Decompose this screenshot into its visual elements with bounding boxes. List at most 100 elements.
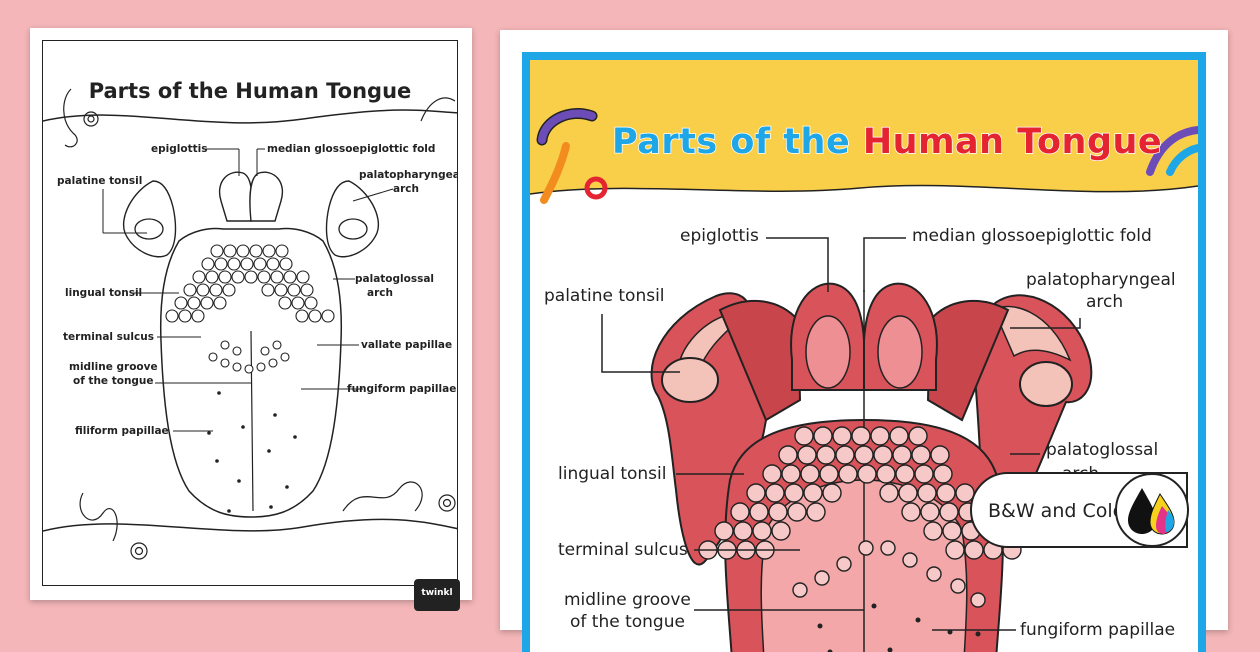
color-vallate-papilla [971, 593, 985, 607]
color-tonsil-bump [896, 465, 914, 483]
color-title-part2: Human Tongue [863, 122, 1162, 162]
fungiform-dot [267, 449, 271, 453]
color-tonsil-bump [893, 446, 911, 464]
tonsil-bump [188, 297, 200, 309]
color-tonsil-bump [823, 484, 841, 502]
color-label-fungiform: fungiform papillae [1020, 620, 1175, 640]
tonsil-bump [206, 271, 218, 283]
color-tonsil-bump [772, 522, 790, 540]
color-tonsil-bump [852, 427, 870, 445]
tonsil-bump [284, 271, 296, 283]
tonsil-bump [224, 245, 236, 257]
twinkl-logo-text: twinkl [414, 588, 460, 598]
color-label-terminal-sulcus: terminal sulcus [558, 540, 688, 560]
vallate-papilla [273, 341, 281, 349]
tonsil-bump [309, 310, 321, 322]
fungiform-dot [241, 425, 245, 429]
bw-label-palatoglossal: palatoglossal [355, 273, 434, 285]
vallate-papilla [209, 353, 217, 361]
color-tonsil-bump [798, 446, 816, 464]
color-tonsil-bump [814, 427, 832, 445]
color-label-epiglottis: epiglottis [680, 226, 759, 246]
tonsil-bump [232, 271, 244, 283]
bw-label-palatoglossal-arch: arch [367, 287, 393, 299]
tonsil-bump [210, 284, 222, 296]
color-tonsil-bump [940, 503, 958, 521]
color-vallate-papilla [815, 571, 829, 585]
tonsil-bump [245, 271, 257, 283]
color-label-median-fold: median glossoepiglottic fold [912, 226, 1152, 246]
color-tonsil-bump [855, 446, 873, 464]
bw-label-palatopharyngeal-arch: arch [393, 183, 419, 195]
tonsil-bump [276, 245, 288, 257]
fungiform-dot [269, 505, 273, 509]
color-tonsil-bump [833, 427, 851, 445]
color-tonsil-bump [912, 446, 930, 464]
tonsil-bump [237, 245, 249, 257]
fungiform-dot [207, 431, 211, 435]
color-label-lingual-tonsil: lingual tonsil [558, 464, 666, 484]
color-tonsil-bump [779, 446, 797, 464]
fungiform-dot [285, 485, 289, 489]
color-label-midline-2: of the tongue [570, 612, 685, 632]
color-vallate-papilla [951, 579, 965, 593]
twinkl-logo: twinkl [414, 579, 460, 611]
tonsil-bump [271, 271, 283, 283]
tonsil-bump [263, 245, 275, 257]
vallate-papilla [281, 353, 289, 361]
color-tonsil-bump [899, 484, 917, 502]
bw-label-palatopharyngeal: palatopharyngeal [359, 169, 458, 181]
color-label-palatopharyngeal: palatopharyngeal [1026, 270, 1176, 290]
color-tonsil-bump [924, 522, 942, 540]
bw-label-filiform: filiform papillae [75, 425, 169, 437]
bw-label-epiglottis: epiglottis [151, 143, 207, 155]
color-title: Parts of the Human Tongue [612, 122, 1162, 162]
color-vallate-papilla [837, 557, 851, 571]
fungiform-dot [217, 391, 221, 395]
vallate-papilla [233, 363, 241, 371]
color-tonsil-bump [915, 465, 933, 483]
color-worksheet-frame: Parts of the Human Tongue epiglottis med… [522, 52, 1206, 652]
tonsil-bump [241, 258, 253, 270]
tonsil-bump [279, 297, 291, 309]
vallate-papilla [221, 341, 229, 349]
color-tonsil-bump [747, 484, 765, 502]
color-tonsil-bump [750, 503, 768, 521]
color-tonsil-bump [874, 446, 892, 464]
color-tonsil-bump [731, 503, 749, 521]
tonsil-bump [223, 284, 235, 296]
fungiform-dot [293, 435, 297, 439]
color-tonsil-bump [785, 484, 803, 502]
color-tonsil-bump [766, 484, 784, 502]
tonsil-bump [175, 297, 187, 309]
tonsil-bump [166, 310, 178, 322]
vallate-papilla [221, 359, 229, 367]
color-vallate-papilla [793, 583, 807, 597]
bw-tongue-diagram [43, 41, 458, 586]
tonsil-bump [201, 297, 213, 309]
tonsil-bump [228, 258, 240, 270]
tonsil-bump [288, 284, 300, 296]
color-tonsil-bump [788, 503, 806, 521]
bw-worksheet-preview[interactable]: Parts of the Human Tongue epiglottis med… [30, 28, 472, 600]
bw-label-median-fold: median glossoepiglottic fold [267, 143, 435, 155]
color-fungiform-dot [872, 604, 877, 609]
fungiform-dot [273, 413, 277, 417]
color-tonsil-bump [753, 522, 771, 540]
color-tonsil-bump [946, 541, 964, 559]
vallate-papilla [257, 363, 265, 371]
badge-text: B&W and Color [988, 500, 1132, 522]
bw-and-color-badge: B&W and Color [970, 472, 1188, 548]
fungiform-dot [215, 459, 219, 463]
color-label-palatoglossal: palatoglossal [1046, 440, 1158, 460]
color-tonsil-bump [836, 446, 854, 464]
tonsil-bump [219, 271, 231, 283]
bw-label-terminal-sulcus: terminal sulcus [63, 331, 154, 343]
color-tonsil-bump [965, 541, 983, 559]
color-tonsil-bump [807, 503, 825, 521]
bw-label-palatine-tonsil: palatine tonsil [57, 175, 142, 187]
tonsil-bump [258, 271, 270, 283]
color-tonsil-bump [934, 465, 952, 483]
tonsil-bump [197, 284, 209, 296]
color-label-palatine-tonsil: palatine tonsil [544, 286, 665, 306]
